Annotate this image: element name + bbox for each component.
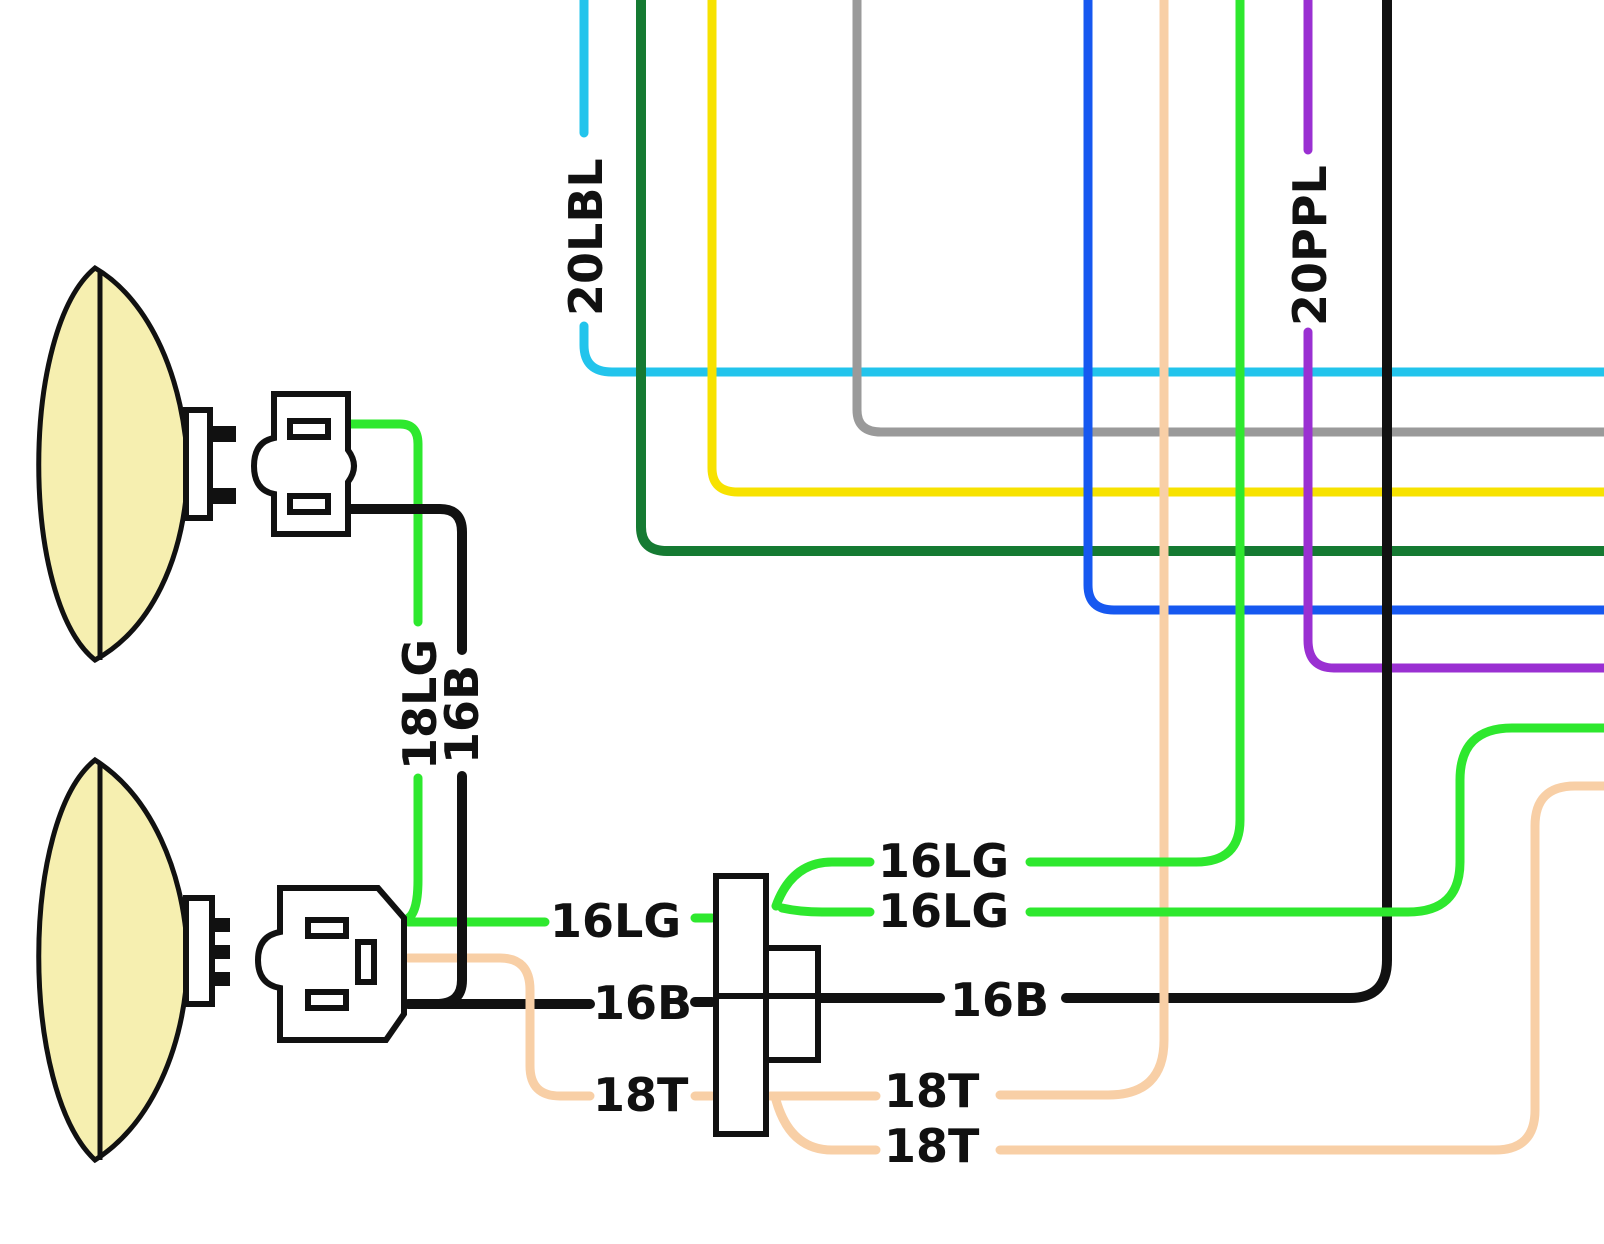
wire-16lg-lead-top	[771, 857, 875, 911]
lower-headlamp-lens	[36, 756, 191, 1164]
wire-18t-lead-bottom	[771, 1095, 881, 1155]
label-16b-right: 16B	[950, 973, 1049, 1027]
wire-16lg-lead-bottom	[777, 903, 875, 917]
wire-light-green-trunk	[1025, 0, 1245, 867]
wire-black-trunk	[1061, 0, 1392, 1003]
wire-yellow	[707, 0, 1604, 497]
label-16lg-right-top: 16LG	[878, 834, 1009, 888]
wire-blue	[1083, 0, 1604, 615]
wire-dark-green	[636, 0, 1604, 556]
wire-16lg-lead-left	[403, 913, 717, 927]
wire-16b-vertical	[343, 504, 467, 1009]
wire-tan-trunk	[995, 0, 1169, 1100]
wire-tan-right	[995, 781, 1604, 1155]
label-16b-left: 16B	[593, 976, 692, 1030]
label-18lg: 18LG	[393, 639, 447, 770]
wires	[343, 0, 1604, 1155]
label-16lg-left: 16LG	[550, 894, 681, 948]
label-18t-left: 18T	[593, 1068, 689, 1122]
junction-block	[713, 873, 821, 1137]
label-18t-right-bottom: 18T	[884, 1119, 980, 1173]
label-16lg-right-bottom: 16LG	[878, 884, 1009, 938]
label-20ppl: 20PPL	[1283, 165, 1337, 326]
wire-gray	[852, 0, 1604, 437]
wire-light-blue	[579, 0, 1604, 377]
wire-light-green-right	[1025, 723, 1604, 917]
lower-connector	[254, 885, 407, 1043]
upper-headlamp-lens	[36, 264, 191, 663]
label-18t-right-top: 18T	[884, 1064, 980, 1118]
labels: 20LBL 20PPL 18LG 16B 16LG 16B 18T 16LG 1…	[393, 158, 1337, 1173]
upper-headlamp	[36, 264, 236, 663]
lower-headlamp	[36, 756, 230, 1164]
upper-connector	[250, 391, 357, 537]
label-16b-vertical: 16B	[435, 665, 489, 764]
wire-purple	[1303, 0, 1604, 673]
wire-18t-lead-left	[403, 953, 717, 1101]
label-20lbl: 20LBL	[559, 158, 613, 316]
